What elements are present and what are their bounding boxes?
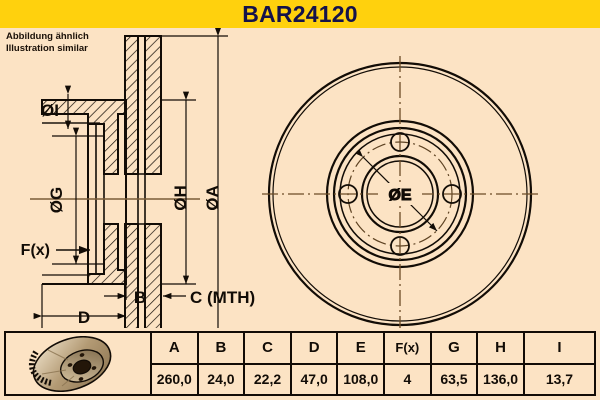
dimension-diameter-i	[42, 85, 100, 129]
table-header-a: A	[152, 333, 199, 363]
bolt-hole	[390, 236, 410, 256]
table-header-b: B	[199, 333, 246, 363]
illustration-note: Abbildung ähnlich Illustration similar	[6, 31, 89, 54]
label-d: D	[78, 308, 90, 327]
table-header-i: I	[557, 339, 562, 357]
label-diameter-i: ØI	[41, 101, 59, 120]
table-value-g: 63,5	[432, 364, 479, 394]
rotor-shading	[41, 349, 75, 386]
table-value-h: 136,0	[478, 364, 525, 394]
rotor-bolt-holes	[67, 352, 97, 381]
friction-ring-lower	[124, 223, 162, 328]
label-diameter-a: ØA	[203, 185, 222, 211]
table-value-c: 22,2	[245, 364, 292, 394]
table-value-d: 47,0	[292, 364, 339, 394]
label-diameter-h: ØH	[171, 185, 190, 211]
friction-ring-upper	[124, 35, 162, 175]
label-fx: F(x)	[21, 242, 50, 259]
rotor-vent-edge	[28, 349, 53, 386]
bolt-hole	[442, 184, 462, 204]
table-value-a: 260,0	[152, 364, 199, 394]
label-diameter-e: ØE	[388, 187, 411, 204]
note-line-de: Abbildung ähnlich	[6, 31, 89, 42]
dimension-diameter-h	[161, 91, 196, 285]
table-header-e: E	[338, 333, 386, 363]
table-value-b: 24,0	[199, 364, 246, 394]
dimension-diameter-g	[52, 127, 104, 265]
rotor-bore	[72, 359, 92, 374]
table-header-fx: F(x)	[385, 333, 432, 363]
brake-disc-thumbnail	[28, 335, 112, 392]
table-header-h: H	[478, 333, 525, 363]
front-view: ØE	[262, 56, 538, 328]
dimension-bottom-group	[33, 284, 186, 328]
hub-hat-section	[41, 99, 127, 285]
header-band	[0, 0, 600, 28]
table-value-fx: 4	[385, 364, 432, 394]
table-columns: A B C D E F(x) G H I 260,0 24,0 22,2 47,…	[152, 333, 594, 394]
label-c: C (MTH)	[190, 288, 255, 307]
label-b: B	[134, 288, 146, 307]
table-value-row: 260,0 24,0 22,2 47,0 108,0 4 63,5 136,0 …	[152, 364, 594, 394]
label-diameter-g: ØG	[47, 187, 66, 213]
table-value-e: 108,0	[338, 364, 386, 394]
note-line-en: Illustration similar	[6, 42, 88, 54]
thumbnail-cell	[6, 333, 152, 394]
dimension-table: A B C D E F(x) G H I 260,0 24,0 22,2 47,…	[4, 331, 596, 396]
callout-fx: F(x)	[21, 242, 90, 259]
table-header-g: G	[432, 333, 479, 363]
drawing-canvas: ØI ØG F(x) ØH ØA	[21, 28, 538, 328]
page-title: BAR24120	[242, 0, 358, 27]
table-header-c: C	[245, 333, 292, 363]
dimension-diameter-a	[161, 28, 228, 328]
table-header-row: A B C D E F(x) G H I	[152, 333, 594, 365]
table-value-i: 13,7	[545, 371, 574, 388]
table-header-d: D	[292, 333, 339, 363]
